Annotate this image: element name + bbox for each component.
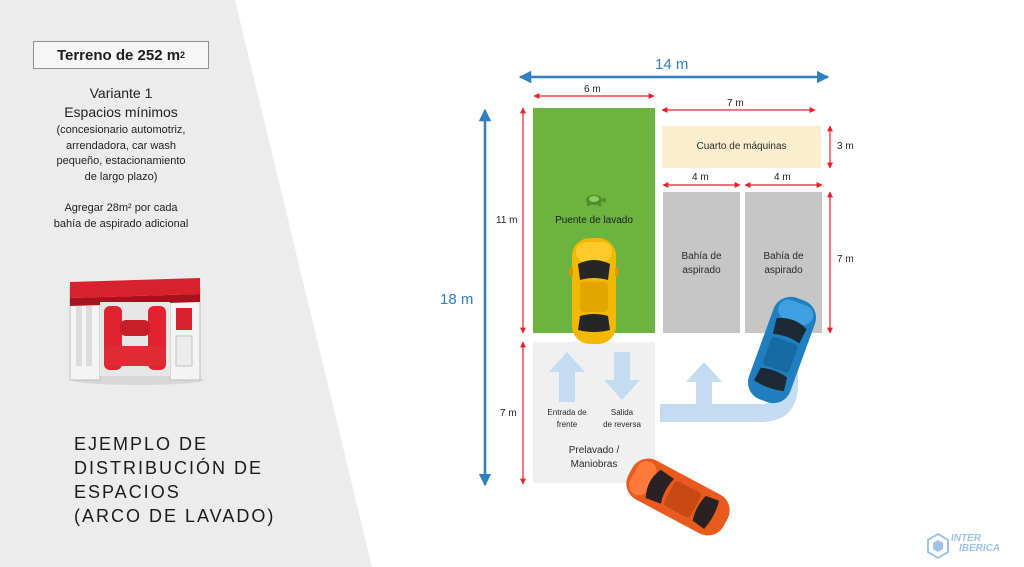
description-line: (concesionario automotriz, bbox=[56, 124, 186, 136]
inter-iberica-logo-icon bbox=[927, 532, 949, 560]
title-line: ESPACIOS bbox=[74, 482, 181, 502]
turtle-icon bbox=[586, 195, 607, 206]
page-title: EJEMPLO DE DISTRIBUCIÓN DE ESPACIOS (ARC… bbox=[74, 432, 275, 528]
bay2-zone-label: Bahía de aspirado bbox=[745, 250, 822, 278]
logo-line: INTER bbox=[951, 533, 981, 544]
description-line: de largo plazo) bbox=[84, 170, 158, 183]
car-wash-machine-image bbox=[69, 278, 204, 385]
exit-label: Salida de reversa bbox=[594, 407, 650, 431]
machine-room-zone bbox=[662, 126, 821, 168]
entry-arrow bbox=[549, 352, 585, 402]
variant-description: (concesionario automotriz, arrendadora, … bbox=[21, 123, 221, 185]
title-line: DISTRIBUCIÓN DE bbox=[74, 458, 264, 478]
title-line: (ARCO DE LAVADO) bbox=[74, 506, 276, 526]
extra-note-line: bahía de aspirado adicional bbox=[53, 217, 189, 230]
wash-zone-label: Puente de lavado bbox=[555, 215, 633, 226]
bay1-zone-label: Bahía de aspirado bbox=[663, 250, 740, 278]
wash-height-label: 11 m bbox=[496, 215, 518, 226]
exit-label-line: Salida bbox=[610, 408, 634, 417]
entry-label-line: frente bbox=[556, 420, 578, 429]
extra-note-line: Agregar 28m² por cada bbox=[64, 202, 178, 214]
bay1-label-line: aspirado bbox=[682, 265, 721, 276]
exit-label-line: de reversa bbox=[603, 420, 641, 429]
extra-note: Agregar 28m² por cada bahía de aspirado … bbox=[21, 201, 221, 232]
description-line: pequeño, estacionamiento bbox=[56, 155, 186, 167]
inter-iberica-logo: INTER IBERICA bbox=[951, 534, 1000, 554]
exit-arrow bbox=[604, 352, 640, 400]
variant-title: Variante 1 bbox=[89, 85, 153, 101]
machine-height-label: 3 m bbox=[837, 141, 854, 152]
blue-car-icon bbox=[747, 296, 817, 404]
entry-label-line: Entrada de bbox=[547, 408, 587, 417]
bay2-label-line: Bahía de bbox=[763, 251, 804, 262]
description-line: arrendadora, car wash bbox=[65, 139, 177, 152]
bay-route-arrow bbox=[660, 362, 798, 422]
prewash-label-line: Maniobras bbox=[570, 459, 618, 470]
terrain-size-superscript: 2 bbox=[180, 50, 186, 60]
variant-subtitle: Espacios mínimos bbox=[64, 104, 178, 120]
prewash-height-label: 7 m bbox=[500, 408, 517, 419]
total-height-label: 18 m bbox=[440, 291, 474, 308]
title-line: EJEMPLO DE bbox=[74, 434, 209, 454]
bay-height-label: 7 m bbox=[837, 254, 854, 265]
variant-block: Variante 1 Espacios mínimos bbox=[21, 84, 221, 122]
vacuum-bay-1-zone bbox=[663, 192, 740, 333]
machine-zone-label: Cuarto de máquinas bbox=[696, 141, 787, 152]
yellow-car-icon bbox=[569, 238, 619, 344]
bay1-width-label: 4 m bbox=[692, 172, 709, 183]
machine-width-label: 7 m bbox=[727, 98, 744, 109]
orange-car-icon bbox=[626, 458, 730, 536]
bay2-width-label: 4 m bbox=[774, 172, 791, 183]
wash-width-label: 6 m bbox=[584, 84, 601, 95]
bay1-label-line: Bahía de bbox=[681, 251, 722, 262]
prewash-zone-label: Prelavado / Maniobras bbox=[533, 444, 655, 472]
terrain-size-label: Terreno de 252 m bbox=[56, 46, 181, 64]
logo-line: IBERICA bbox=[959, 543, 1001, 554]
entry-label: Entrada de frente bbox=[538, 407, 596, 431]
total-width-label: 14 m bbox=[655, 56, 689, 73]
prewash-label-line: Prelavado / bbox=[568, 445, 620, 456]
prewash-zone bbox=[533, 342, 655, 483]
bay2-label-line: aspirado bbox=[764, 265, 803, 276]
